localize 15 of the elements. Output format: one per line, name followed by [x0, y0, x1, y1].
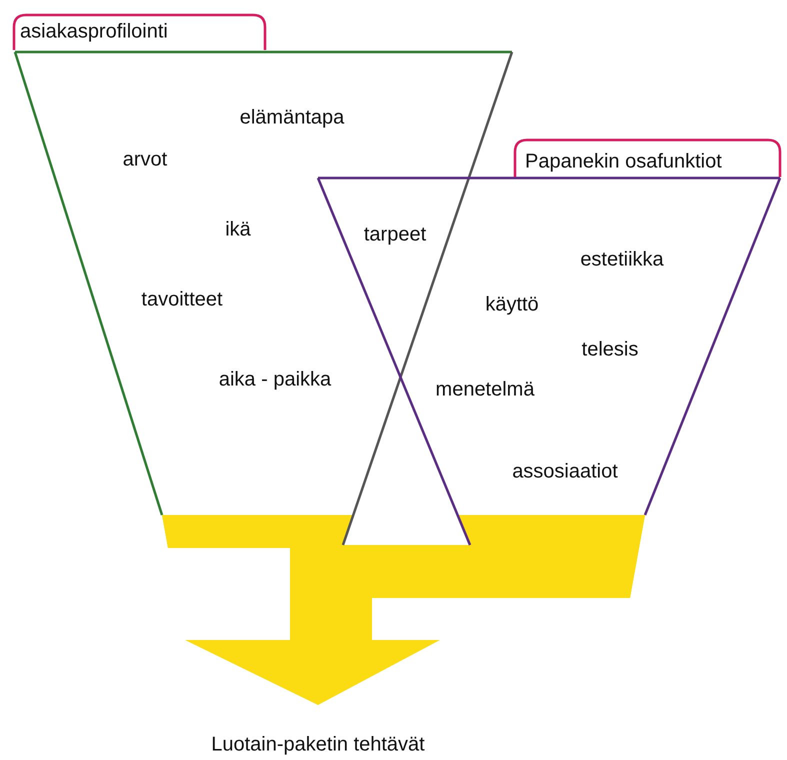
term-label: tavoitteet: [141, 288, 223, 312]
term-label: elämäntapa: [240, 106, 344, 130]
term-label: aika - paikka: [218, 368, 332, 392]
term-label: estetiikka: [580, 248, 664, 272]
funnel-heading: asiakasprofilointi: [20, 20, 168, 44]
term-label: menetelmä: [436, 378, 534, 402]
term-label: arvot: [122, 148, 168, 172]
output-label: Luotain-paketin tehtävät: [211, 734, 425, 756]
merge-arrow: [162, 515, 645, 705]
term-label: telesis: [582, 338, 638, 362]
term-label: ikä: [225, 218, 251, 242]
term-label: assosiaatiot: [512, 460, 618, 484]
term-label: tarpeet: [364, 224, 426, 246]
funnel-heading: Papanekin osafunktiot: [525, 150, 722, 174]
term-label: käyttö: [485, 294, 539, 316]
